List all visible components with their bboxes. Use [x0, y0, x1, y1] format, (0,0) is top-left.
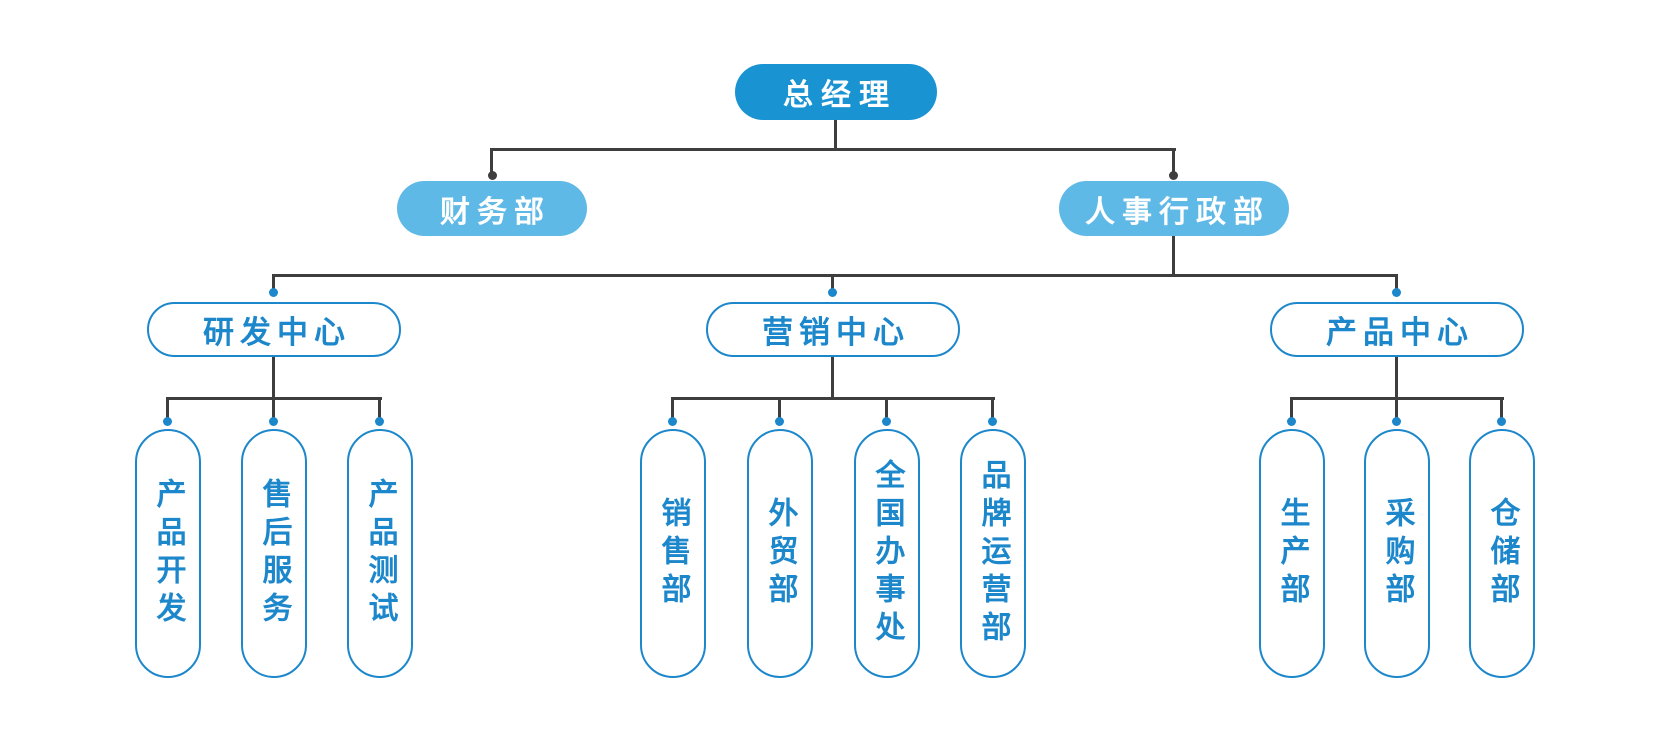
org-node-marketing-center[interactable]: 营销中心	[706, 302, 960, 357]
connector-line	[1395, 397, 1398, 418]
connector-line	[272, 274, 275, 289]
org-node-foreign-trade-dept[interactable]: 外贸部	[747, 429, 813, 678]
org-node-label: 采购部	[1380, 496, 1414, 611]
connector-line	[1395, 357, 1398, 399]
org-node-general-manager[interactable]: 总经理	[735, 64, 937, 120]
org-node-production-dept[interactable]: 生产部	[1259, 429, 1325, 678]
org-node-purchasing-dept[interactable]: 采购部	[1364, 429, 1430, 678]
org-node-label: 财务部	[440, 195, 551, 229]
org-node-label: 仓储部	[1485, 496, 1519, 611]
connector-line	[1172, 236, 1175, 277]
connector-dot	[375, 417, 384, 426]
org-node-label: 产品测试	[363, 477, 397, 630]
org-node-hr-admin-dept[interactable]: 人事行政部	[1059, 181, 1289, 236]
connector-dot	[775, 417, 784, 426]
org-node-product-testing[interactable]: 产品测试	[347, 429, 413, 678]
org-node-finance-dept[interactable]: 财务部	[397, 181, 587, 236]
connector-line	[272, 274, 1398, 277]
connector-dot	[988, 417, 997, 426]
connector-dot	[1497, 417, 1506, 426]
org-node-label: 产品开发	[151, 477, 185, 630]
org-node-label: 总经理	[783, 79, 897, 112]
org-node-label: 人事行政部	[1085, 195, 1270, 229]
org-node-label: 营销中心	[762, 315, 910, 350]
connector-dot	[1169, 171, 1178, 180]
org-node-brand-operations-dept[interactable]: 品牌运营部	[960, 429, 1026, 678]
connector-line	[1290, 397, 1293, 418]
org-node-after-sales-service[interactable]: 售后服务	[241, 429, 307, 678]
org-node-label: 外贸部	[763, 496, 797, 611]
org-node-sales-dept[interactable]: 销售部	[640, 429, 706, 678]
connector-line	[834, 119, 837, 150]
connector-line	[166, 397, 169, 418]
connector-line	[272, 397, 275, 418]
org-node-warehouse-dept[interactable]: 仓储部	[1469, 429, 1535, 678]
org-node-rd-center[interactable]: 研发中心	[147, 302, 401, 357]
connector-dot	[1287, 417, 1296, 426]
connector-line	[272, 357, 275, 399]
connector-dot	[882, 417, 891, 426]
connector-line	[671, 397, 995, 400]
connector-dot	[1392, 288, 1401, 297]
connector-line	[1500, 397, 1503, 418]
connector-line	[378, 397, 381, 418]
connector-line	[1172, 148, 1175, 173]
connector-dot	[828, 288, 837, 297]
org-node-product-center[interactable]: 产品中心	[1270, 302, 1524, 357]
connector-dot	[269, 417, 278, 426]
connector-line	[778, 397, 781, 418]
connector-line	[831, 274, 834, 289]
connector-dot	[163, 417, 172, 426]
org-node-national-offices[interactable]: 全国办事处	[854, 429, 920, 678]
connector-line	[885, 397, 888, 418]
org-node-label: 生产部	[1275, 496, 1309, 611]
org-node-label: 售后服务	[257, 477, 291, 630]
connector-line	[490, 148, 1176, 151]
connector-line	[991, 397, 994, 418]
org-node-label: 研发中心	[203, 315, 351, 350]
connector-line	[1395, 274, 1398, 289]
org-node-label: 品牌运营部	[976, 458, 1010, 649]
connector-dot	[488, 171, 497, 180]
org-node-product-development[interactable]: 产品开发	[135, 429, 201, 678]
org-node-label: 产品中心	[1326, 315, 1474, 350]
connector-line	[490, 148, 493, 173]
connector-line	[831, 357, 834, 399]
connector-dot	[269, 288, 278, 297]
connector-line	[671, 397, 674, 418]
org-node-label: 全国办事处	[870, 458, 904, 649]
connector-dot	[1392, 417, 1401, 426]
connector-dot	[668, 417, 677, 426]
org-node-label: 销售部	[656, 496, 690, 611]
